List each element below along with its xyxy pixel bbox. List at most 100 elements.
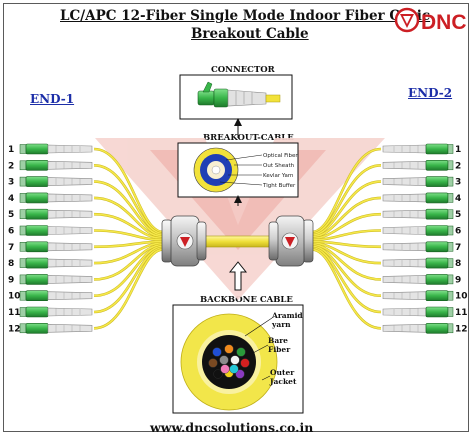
bare-fiber	[213, 369, 223, 379]
fiber-line-left-core	[93, 180, 164, 236]
label-aramid: Aramid	[271, 311, 303, 320]
backbone-cross-section: Aramid yarn Bare Fiber Outer Jacket	[172, 304, 304, 414]
label-outer: Outer	[270, 368, 295, 377]
fiber-line-right-core	[311, 244, 382, 281]
fan-out-fibers-right	[311, 147, 382, 330]
lc-connector-right-icon	[382, 143, 454, 155]
footer-url: www.dncsolutions.co.in	[150, 420, 314, 435]
fiber-line-right-core	[311, 197, 382, 238]
bare-fiber	[219, 355, 229, 365]
fiber-line-left-core	[93, 242, 164, 264]
fiber-number-right: 4	[455, 194, 461, 204]
fiber-number-right: 2	[455, 161, 461, 171]
breakout-label-kevlar-yarn: Kevlar Yarn	[263, 173, 294, 179]
fiber-line-right-core	[311, 164, 382, 235]
brand-name: DNC	[421, 11, 467, 34]
fiber-line-left-core	[93, 229, 164, 241]
lc-connector-right-icon	[382, 274, 454, 285]
lc-connector-right-icon	[382, 208, 454, 220]
connector-boot-icon	[227, 89, 267, 107]
fiber-line-left-core	[93, 247, 164, 313]
bare-fiber	[236, 347, 246, 357]
breakout-label-tight-buffer: Tight Buffer	[262, 183, 296, 189]
lc-connector-left-icon	[19, 257, 93, 269]
fiber-line-right-core	[311, 229, 382, 241]
bare-fiber	[229, 364, 239, 374]
lc-connector-left-icon	[19, 192, 93, 204]
fiber-number-right: 8	[455, 259, 461, 269]
fiber-number-left: 12	[8, 324, 21, 334]
fiber-number-left: 9	[8, 275, 14, 285]
fiber-number-right: 3	[455, 178, 461, 188]
end-2-label: END-2	[408, 86, 453, 100]
connector-box	[179, 74, 293, 120]
lc-connector-left-icon	[19, 274, 93, 285]
lc-connector-left-icon	[19, 241, 93, 253]
bare-fiber-bundle	[208, 344, 250, 379]
fiber-number-left: 1	[8, 145, 14, 155]
connector-label: CONNECTOR	[211, 65, 275, 75]
fiber-number-left: 5	[8, 210, 14, 220]
fiber-line-left-core	[93, 240, 164, 248]
lc-connector-right-icon	[382, 290, 454, 302]
bare-fiber	[240, 358, 250, 368]
fiber-line-right-core	[311, 242, 382, 264]
breakout-body-right	[268, 215, 314, 267]
backbone-cable-label: BACKBONE CABLE	[200, 295, 293, 305]
fiber-number-left: 4	[8, 194, 14, 204]
lc-connector-right-icon	[382, 241, 454, 253]
logo-badge-left-icon	[180, 237, 190, 247]
bare-fiber	[224, 344, 234, 354]
lc-connector-left-icon	[19, 322, 93, 334]
label-yarn: yarn	[271, 320, 291, 329]
bare-fiber	[208, 358, 218, 368]
fiber-line-left-core	[93, 164, 164, 235]
bare-fiber	[230, 355, 240, 365]
fiber-line-right-core	[311, 213, 382, 240]
title-line-1: LC/APC 12-Fiber Single Mode Indoor Fiber…	[60, 8, 431, 24]
fiber-number-right: 5	[455, 210, 461, 220]
lc-connector-right-icon	[382, 322, 454, 334]
fiber-number-right: 7	[455, 243, 461, 253]
fiber-number-right: 6	[455, 227, 461, 237]
fiber-line-left-core	[93, 213, 164, 240]
breakout-cable-label: BREAKOUT-CABLE	[203, 133, 294, 143]
lc-connector-left-icon	[19, 176, 93, 187]
fiber-line-right-core	[311, 240, 382, 248]
end-1-label: END-1	[30, 92, 75, 106]
fiber-number-left: 8	[8, 259, 14, 269]
arrow-up-icon	[228, 261, 248, 291]
fiber-number-right: 12	[455, 324, 468, 334]
bare-fiber	[235, 369, 245, 379]
lc-connector-right-icon	[382, 192, 454, 204]
fan-out-fibers-left	[93, 147, 164, 330]
fiber-line-left-core	[93, 148, 164, 233]
lc-connector-left-icon	[19, 306, 93, 318]
label-jacket: Jacket	[269, 377, 297, 386]
lc-connector-right-icon	[382, 160, 454, 171]
fiber-number-right: 9	[455, 275, 461, 285]
fiber-number-left: 3	[8, 178, 14, 188]
lc-connector-left-icon	[19, 143, 93, 155]
fiber-line-left	[93, 246, 164, 314]
label-fiber: Fiber	[268, 345, 291, 354]
lc-connector-right-icon	[382, 176, 454, 187]
lc-connector-right-icon	[382, 257, 454, 269]
bare-fiber	[220, 364, 230, 374]
lc-connector-right-icon	[382, 306, 454, 318]
breakout-body-left	[161, 215, 207, 267]
fiber-line-left-core	[93, 244, 164, 281]
label-bare: Bare	[268, 336, 288, 345]
lc-connector-left-icon	[19, 225, 93, 236]
fiber-number-left: 10	[8, 292, 21, 302]
breakout-label-optical-fiber: Optical Fiber	[263, 153, 298, 159]
trunk-cable	[199, 235, 277, 248]
fiber-line-right-core	[311, 148, 382, 233]
bare-fiber	[212, 347, 222, 357]
fiber-line-left-core	[93, 248, 164, 330]
fiber-number-left: 11	[8, 308, 21, 318]
